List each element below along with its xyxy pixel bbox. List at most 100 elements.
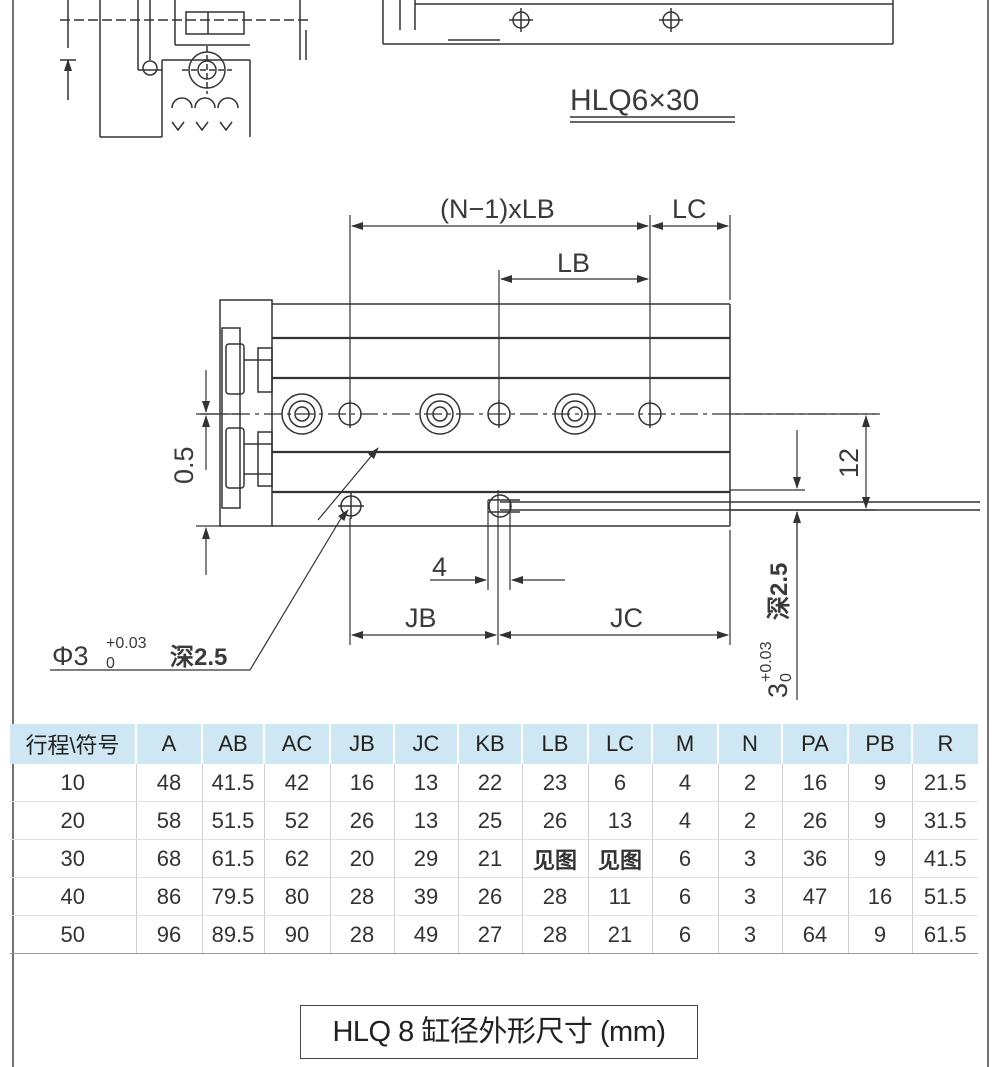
cylinder-body <box>219 299 980 527</box>
value-cell: 96 <box>135 915 202 954</box>
value-cell: 64 <box>781 915 848 954</box>
stroke-cell: 50 <box>10 915 136 954</box>
value-cell: 26 <box>521 801 588 840</box>
value-cell: 16 <box>781 764 848 802</box>
stroke-cell: 20 <box>10 801 136 840</box>
hole-spec-left: Φ3 +0.03 0 深2.5 <box>52 635 227 672</box>
header-lb: LB <box>521 724 588 764</box>
value-cell: 11 <box>587 877 652 916</box>
value-cell: 89.5 <box>201 915 264 954</box>
value-cell: 3 <box>717 877 782 916</box>
mounting-holes <box>281 393 662 519</box>
value-cell: 6 <box>651 839 718 878</box>
header-jb: JB <box>329 724 394 764</box>
value-cell: 61.5 <box>911 915 978 954</box>
value-cell: 见图 <box>521 839 588 878</box>
value-cell: 31.5 <box>911 801 978 840</box>
value-cell: 4 <box>651 764 718 802</box>
value-cell: 22 <box>457 764 522 802</box>
top-end-view <box>60 0 310 138</box>
value-cell: 79.5 <box>201 877 264 916</box>
dimension-lines <box>50 222 870 700</box>
value-cell: 6 <box>651 915 718 954</box>
value-cell: 26 <box>781 801 848 840</box>
header-lc: LC <box>587 724 652 764</box>
value-cell: 4 <box>651 801 718 840</box>
value-cell: 16 <box>329 764 394 802</box>
value-cell: 20 <box>329 839 394 878</box>
value-cell: 25 <box>457 801 522 840</box>
value-cell: 52 <box>263 801 330 840</box>
stroke-cell: 40 <box>10 877 136 916</box>
value-cell: 13 <box>587 801 652 840</box>
value-cell: 28 <box>521 877 588 916</box>
top-side-view <box>382 0 894 45</box>
svg-text:0: 0 <box>778 673 795 682</box>
svg-text:深2.5: 深2.5 <box>170 644 227 671</box>
value-cell: 29 <box>393 839 458 878</box>
value-cell: 27 <box>457 915 522 954</box>
value-cell: 61.5 <box>201 839 264 878</box>
value-cell: 21 <box>587 915 652 954</box>
value-cell: 21.5 <box>911 764 978 802</box>
hole-spec-right: 3 +0.03 0 深2.5 <box>758 563 795 698</box>
header-stroke-symbol: 行程\符号 <box>10 724 136 764</box>
value-cell: 9 <box>847 915 912 954</box>
value-cell: 51.5 <box>201 801 264 840</box>
value-cell: 39 <box>393 877 458 916</box>
value-cell: 48 <box>135 764 202 802</box>
value-cell: 9 <box>847 764 912 802</box>
value-cell: 90 <box>263 915 330 954</box>
dim-label-lc: LC <box>672 194 707 224</box>
value-cell: 13 <box>393 764 458 802</box>
svg-text:深2.5: 深2.5 <box>766 563 793 620</box>
svg-text:+0.03: +0.03 <box>758 641 775 682</box>
value-cell: 49 <box>393 915 458 954</box>
value-cell: 47 <box>781 877 848 916</box>
header-m: M <box>651 724 718 764</box>
header-ab: AB <box>201 724 264 764</box>
value-cell: 6 <box>587 764 652 802</box>
value-cell: 28 <box>329 877 394 916</box>
value-cell: 42 <box>263 764 330 802</box>
dim-label-4: 4 <box>432 552 447 582</box>
header-r: R <box>911 724 978 764</box>
value-cell: 21 <box>457 839 522 878</box>
header-pa: PA <box>781 724 848 764</box>
dim-label-0-5: 0.5 <box>169 446 199 484</box>
svg-text:+0.03: +0.03 <box>106 635 147 652</box>
value-cell: 28 <box>521 915 588 954</box>
value-cell: 36 <box>781 839 848 878</box>
value-cell: 13 <box>393 801 458 840</box>
value-cell: 2 <box>717 764 782 802</box>
value-cell: 58 <box>135 801 202 840</box>
header-jc: JC <box>393 724 458 764</box>
header-kb: KB <box>457 724 522 764</box>
figure-caption: HLQ 8 缸径外形尺寸 (mm) <box>300 1005 698 1059</box>
value-cell: 6 <box>651 877 718 916</box>
top-view-model-label: HLQ6×30 <box>570 84 699 117</box>
stroke-cell: 10 <box>10 764 136 802</box>
value-cell: 62 <box>263 839 330 878</box>
value-cell: 26 <box>329 801 394 840</box>
value-cell: 见图 <box>587 839 652 878</box>
dim-label-jb: JB <box>405 603 437 633</box>
value-cell: 80 <box>263 877 330 916</box>
stroke-cell: 30 <box>10 839 136 878</box>
value-cell: 41.5 <box>201 764 264 802</box>
dim-label-lb: LB <box>557 248 590 278</box>
value-cell: 41.5 <box>911 839 978 878</box>
svg-text:3: 3 <box>763 683 793 698</box>
value-cell: 16 <box>847 877 912 916</box>
header-a: A <box>135 724 202 764</box>
svg-text:Φ3: Φ3 <box>52 641 89 671</box>
svg-text:0: 0 <box>106 655 115 672</box>
